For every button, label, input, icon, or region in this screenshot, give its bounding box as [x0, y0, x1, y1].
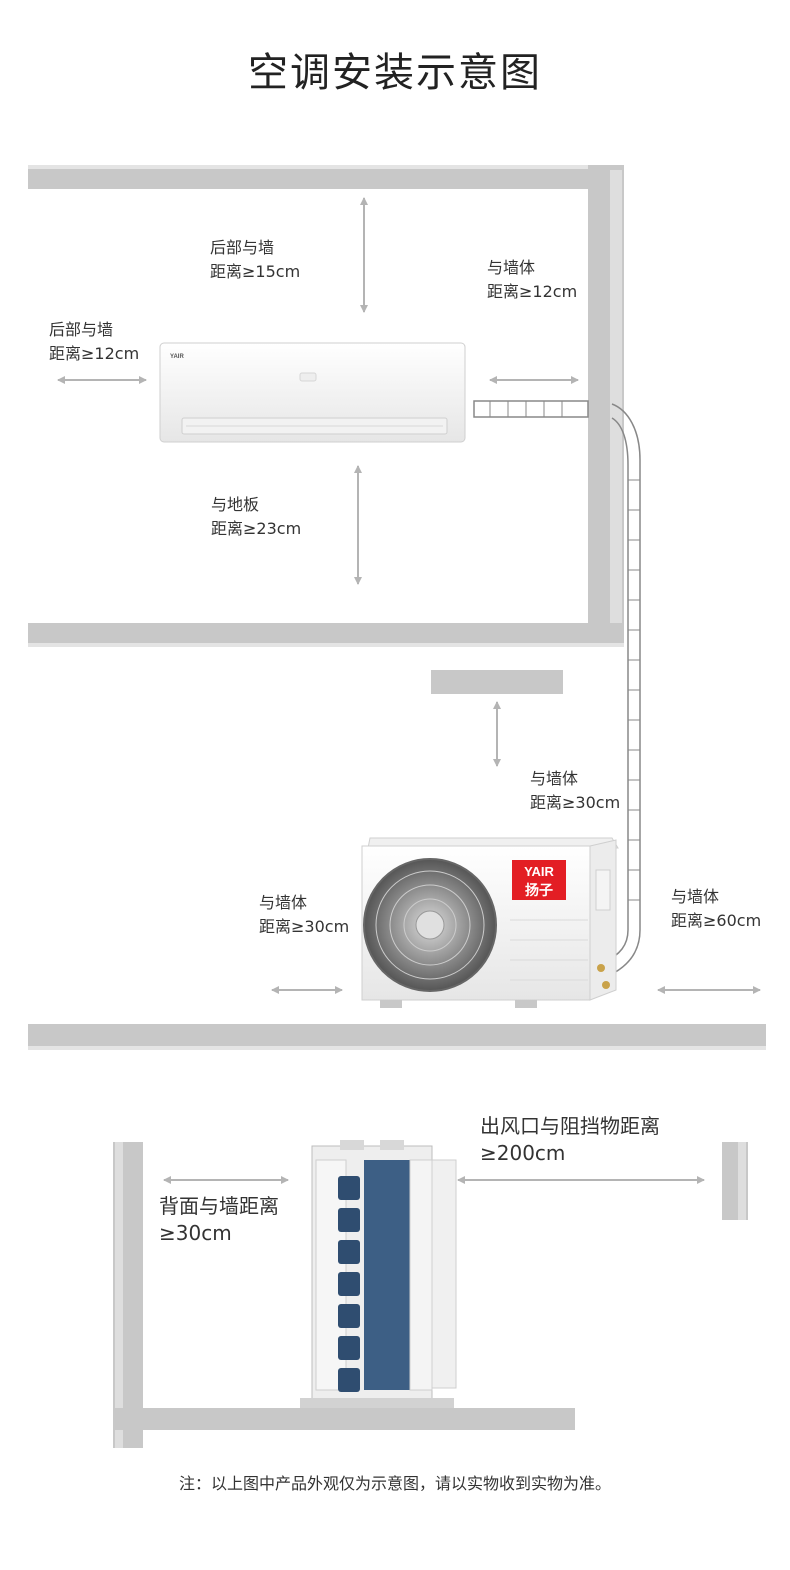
- indoor-top-clearance-label: 后部与墙 距离≥15cm: [210, 238, 301, 281]
- outdoor-ac-unit: YAIR 扬子: [361, 837, 619, 1008]
- disclaimer-note: 注：以上图中产品外观仅为示意图，请以实物收到实物为准。: [178, 1474, 611, 1493]
- outdoor-right-clearance-label: 与墙体 距离≥60cm: [671, 887, 762, 930]
- side-back-clearance-label: 背面与墙距离 ≥30cm: [159, 1194, 279, 1245]
- indoor-room-walls: [28, 165, 624, 647]
- outdoor-unit-side-view: [300, 1140, 457, 1408]
- indoor-right-clearance-label: 与墙体 距离≥12cm: [487, 258, 578, 301]
- outdoor-left-clearance-label: 与墙体 距离≥30cm: [259, 893, 350, 936]
- heat-exchanger-panel: [364, 1160, 410, 1390]
- brand-logo: [512, 860, 566, 900]
- page-title: 空调安装示意图: [248, 50, 542, 96]
- side-ground: [113, 1408, 575, 1430]
- indoor-floor-clearance-label: 与地板 距离≥23cm: [211, 495, 302, 538]
- logo-chinese: 扬子: [525, 882, 553, 899]
- indoor-left-clearance-label: 后部与墙 距离≥12cm: [49, 320, 140, 363]
- outdoor-top-obstruction: [431, 670, 563, 694]
- side-outlet-clearance-label: 出风口与阻挡物距离 ≥200cm: [480, 1114, 660, 1165]
- logo-text: YAIR: [524, 864, 554, 879]
- outdoor-top-clearance-label: 与墙体 距离≥30cm: [530, 769, 621, 812]
- wall-pipe-sleeve: [473, 400, 589, 418]
- display-icon: [299, 372, 317, 382]
- indoor-unit-brand: YAIR: [170, 354, 184, 360]
- outdoor-ground: [28, 1024, 766, 1050]
- indoor-ac-unit: YAIR: [159, 342, 466, 443]
